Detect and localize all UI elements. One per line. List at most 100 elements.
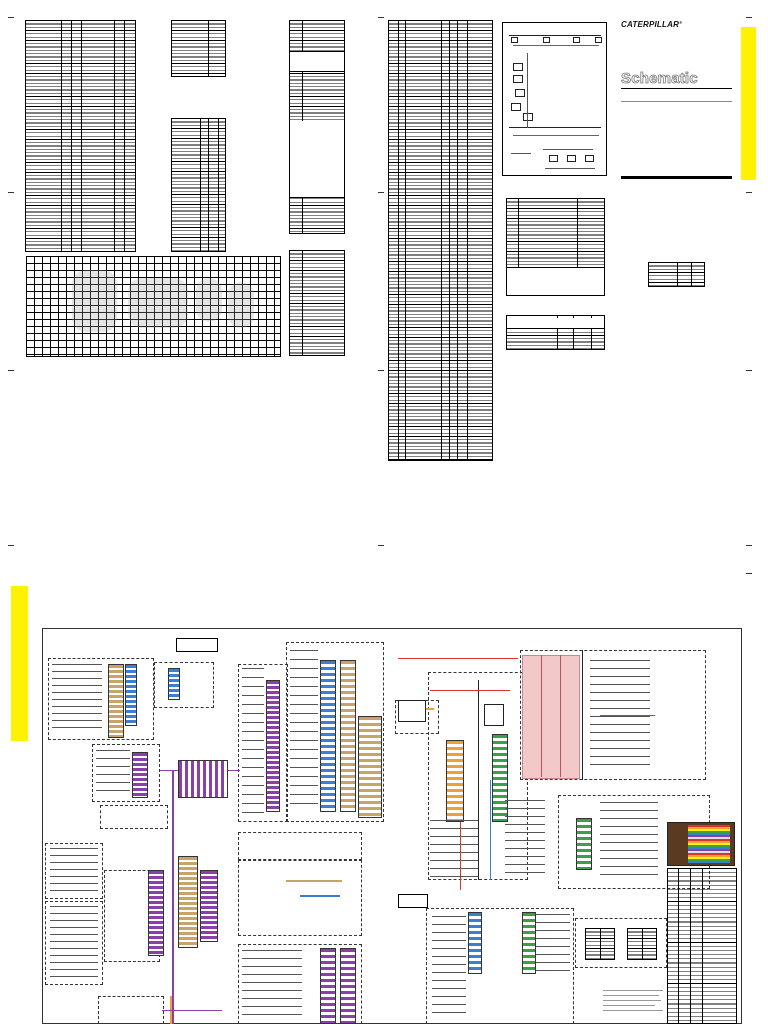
note-line: [603, 1010, 663, 1011]
wire-list-table: [388, 20, 493, 461]
component-rows: [590, 660, 650, 770]
connector-block: [492, 734, 508, 822]
detail-box: [398, 894, 428, 908]
schematic-section: [45, 843, 103, 899]
wire-color-legend: [667, 822, 735, 866]
component-rows: [432, 916, 466, 1016]
component-rows: [242, 950, 302, 1020]
connector-block: [178, 760, 228, 798]
component-rows: [536, 914, 570, 974]
detail-box: [398, 700, 426, 722]
schematic-section: [520, 650, 706, 780]
wire-purple: [162, 1010, 222, 1011]
title-footer-bar: [621, 176, 732, 179]
wire-blue: [300, 895, 340, 897]
wire-red: [398, 658, 518, 659]
harness-table-right: [289, 20, 345, 234]
grid-watermark-icon: [228, 282, 254, 328]
accent-stripe: [11, 586, 28, 741]
accent-stripe: [741, 27, 756, 180]
harness-table-lower: [289, 250, 345, 356]
wire-red: [430, 690, 510, 691]
schematic-section: [286, 642, 384, 822]
detail-box: [176, 638, 218, 652]
grid-watermark-icon: [128, 278, 188, 328]
symbol-key-table: [585, 928, 615, 960]
registration-tick: [8, 545, 14, 546]
caterpillar-logo-icon: CATERPILLAR®: [621, 20, 682, 29]
connector-block: [340, 660, 356, 812]
title-rule: [621, 101, 732, 102]
symbol-key-table: [627, 928, 657, 960]
detail-box: [484, 704, 504, 726]
registration-tick: [8, 17, 14, 18]
schematic-section: [100, 805, 168, 829]
harness-trunk: [478, 680, 479, 880]
schematic-section: [238, 832, 362, 860]
connector-block: [178, 856, 198, 948]
logo-mark: ®: [679, 20, 683, 25]
note-line: [603, 995, 659, 996]
component-rows: [96, 750, 130, 798]
component-rows: [50, 906, 98, 982]
ecm-connector-block: [522, 655, 580, 779]
wire-tan: [286, 880, 342, 882]
registration-tick: [746, 573, 752, 574]
registration-tick: [746, 545, 752, 546]
schematic-section: [45, 901, 103, 985]
component-rows: [242, 668, 264, 818]
connector-block: [168, 668, 180, 700]
location-grid: [26, 256, 281, 357]
connector-block: [340, 948, 356, 1024]
registration-tick: [378, 192, 384, 193]
note-line: [603, 1000, 661, 1001]
harness-code-table: [506, 315, 605, 350]
registration-tick: [8, 192, 14, 193]
page-title: Schematic: [621, 70, 698, 88]
connector-block: [468, 912, 482, 974]
connector-block: [125, 664, 137, 726]
registration-tick: [8, 370, 14, 371]
connector-block: [320, 660, 336, 812]
schematic-section: [154, 662, 214, 708]
connector-block: [576, 818, 592, 870]
connector-block: [446, 740, 464, 822]
machine-view-illustration: [502, 22, 607, 176]
connector-table-middle: [171, 118, 226, 252]
parts-list-table: [667, 868, 737, 1024]
registration-tick: [378, 370, 384, 371]
schematic-section: [98, 996, 164, 1024]
note-line: [603, 1005, 655, 1006]
title-rule: [621, 88, 732, 89]
component-rows: [50, 848, 98, 896]
component-rows: [52, 664, 102, 734]
registration-tick: [378, 545, 384, 546]
registration-tick: [746, 370, 752, 371]
ecm-pin-column: [541, 655, 542, 777]
registration-tick: [746, 192, 752, 193]
connector-table-top: [171, 20, 226, 77]
symbol-table: [506, 198, 605, 296]
note-line: [603, 990, 663, 991]
component-location-table: [25, 20, 136, 252]
schematic-section: [48, 658, 154, 740]
schematic-section: [575, 918, 667, 968]
connector-block: [522, 912, 536, 974]
harness-trunk: [172, 770, 174, 1024]
registration-tick: [746, 17, 752, 18]
connector-block: [108, 664, 124, 738]
component-rows: [290, 650, 318, 810]
wire-blue: [490, 780, 491, 880]
connector-block: [148, 870, 164, 956]
connector-block: [200, 870, 218, 942]
connector-block: [266, 680, 280, 812]
harness-trunk: [582, 650, 583, 780]
component-rows: [430, 820, 478, 880]
connector-block: [358, 716, 382, 818]
grid-watermark-icon: [196, 278, 222, 322]
connector-block: [132, 752, 148, 798]
color-code-table: [648, 262, 705, 287]
schematic-section: [238, 664, 288, 822]
logo-text: CATERPILLAR: [621, 20, 680, 29]
component-rows: [600, 802, 658, 882]
